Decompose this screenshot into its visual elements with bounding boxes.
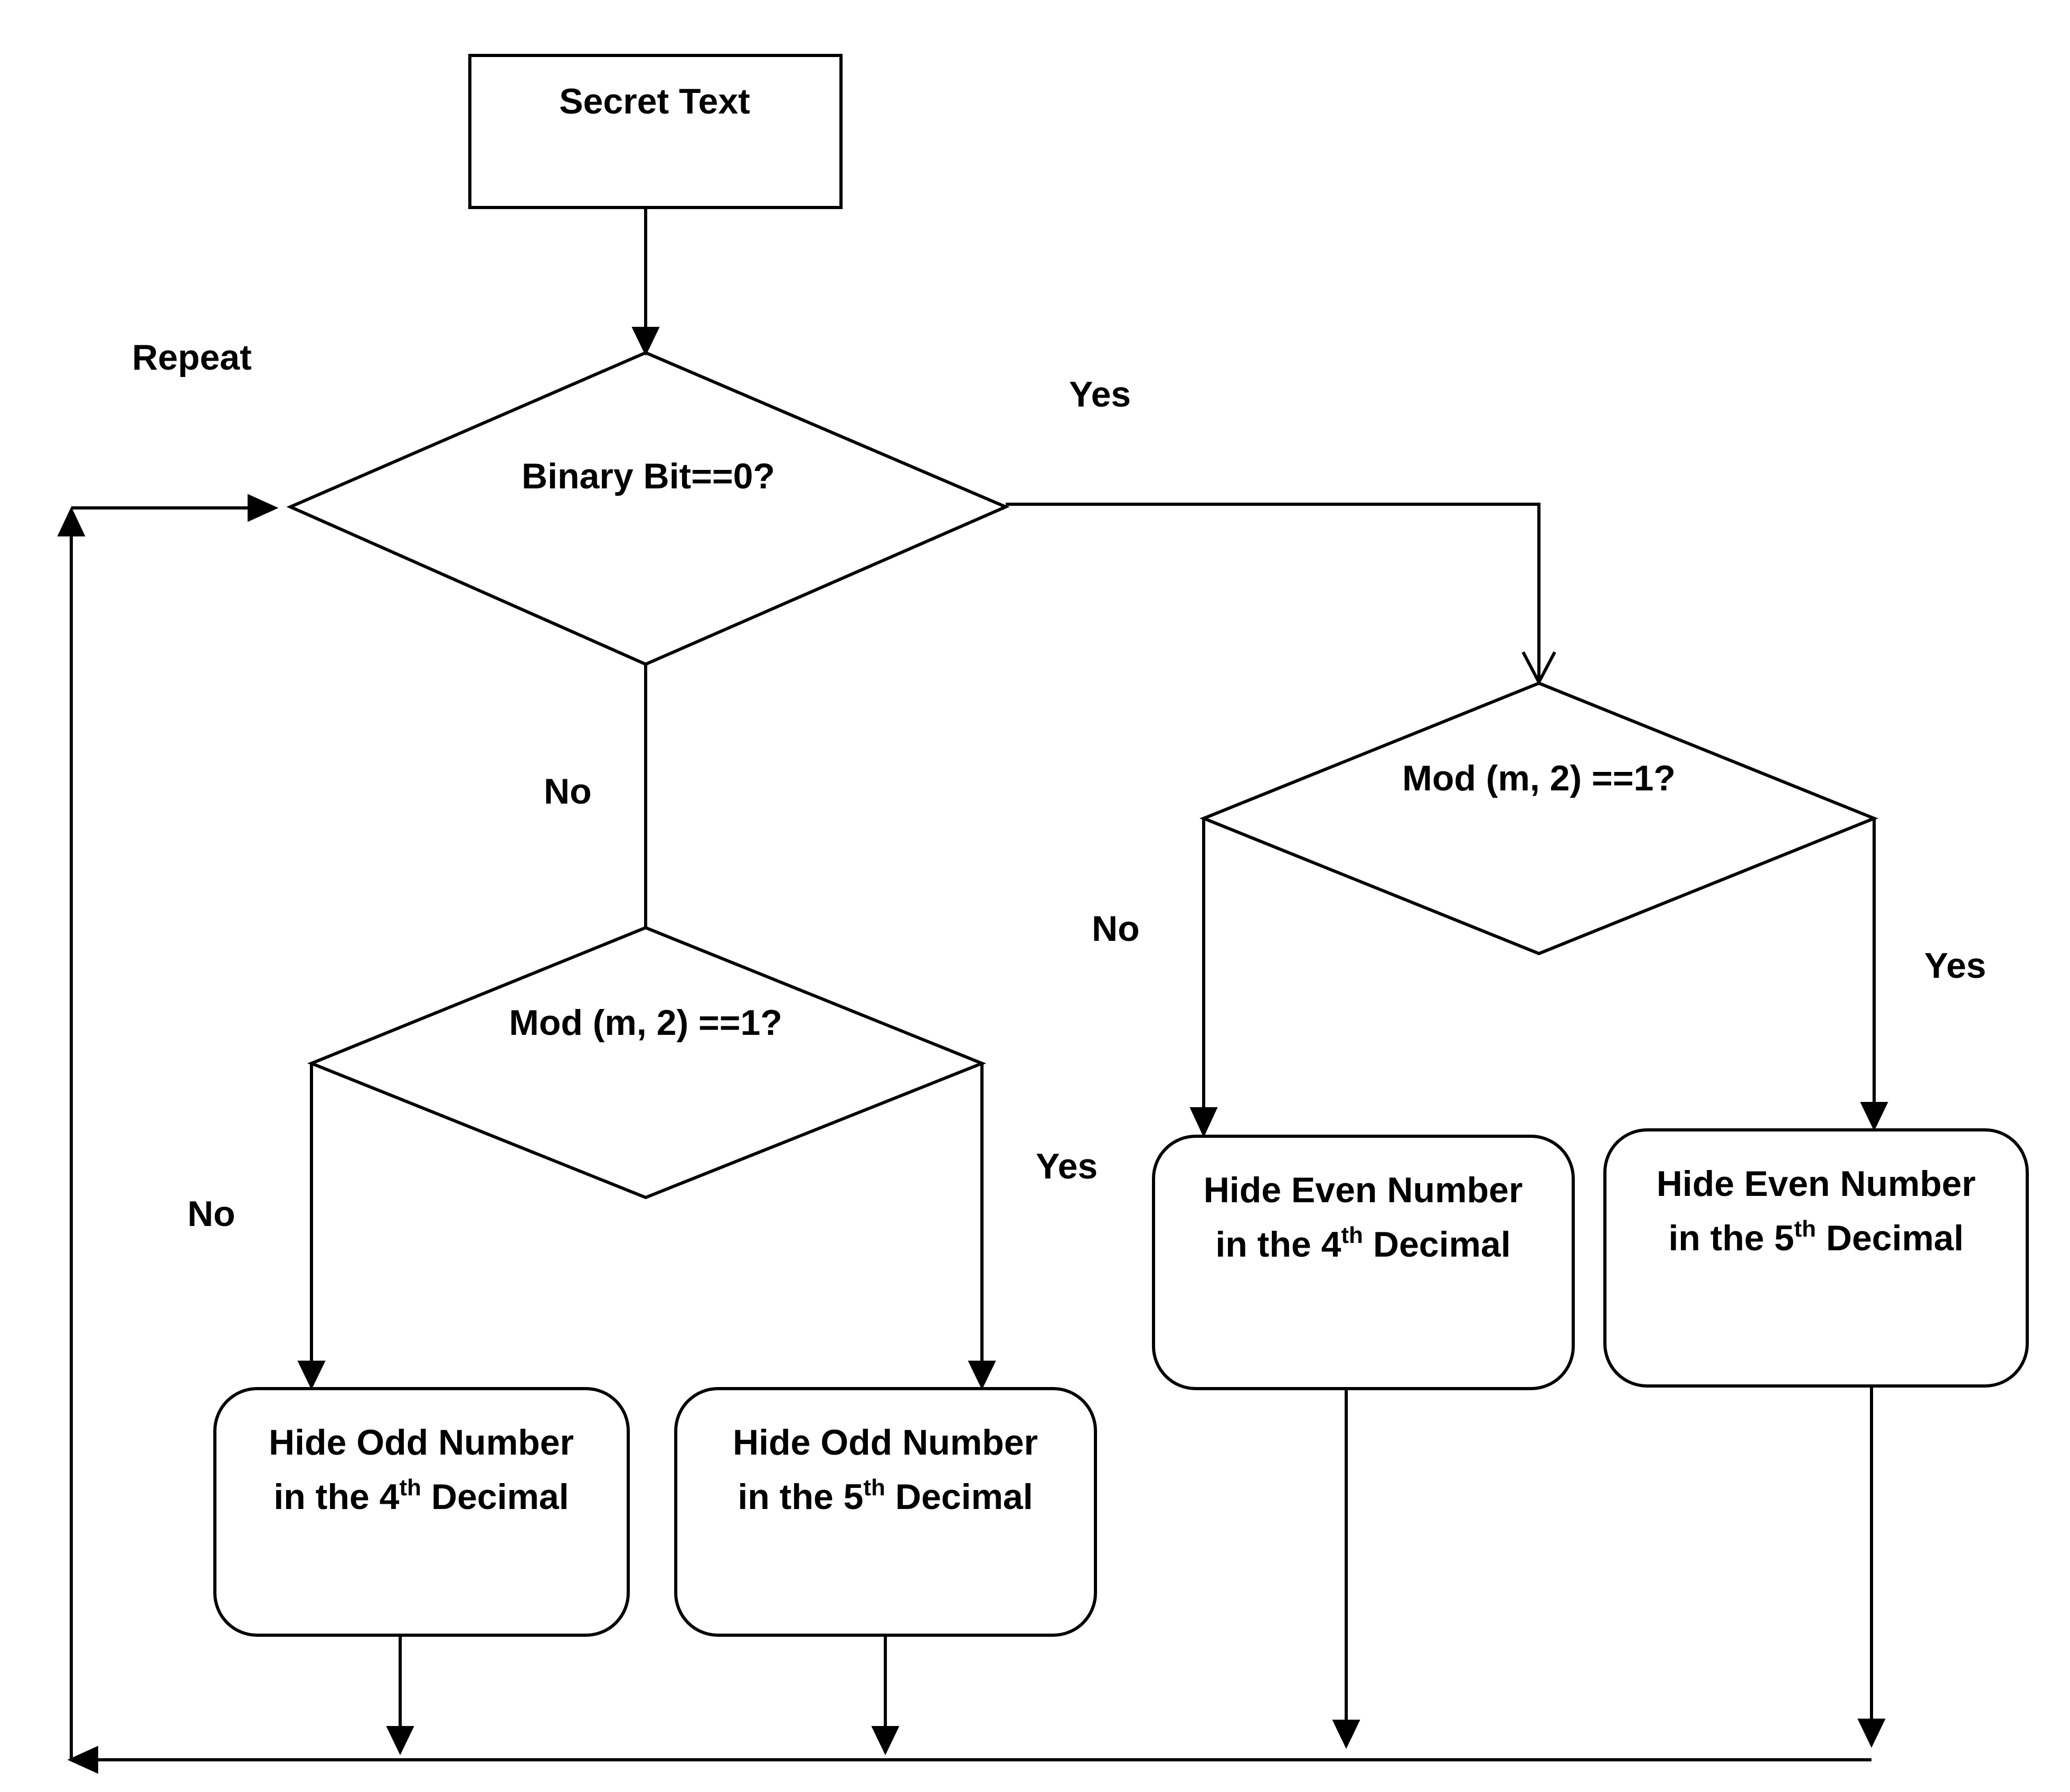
node-hide-odd-5th-sup: th bbox=[863, 1475, 885, 1501]
node-secret-text-label: Secret Text bbox=[559, 81, 750, 121]
edge-label-bit-no: No bbox=[544, 771, 592, 812]
arrowhead-mod-right-no bbox=[1189, 1107, 1218, 1138]
node-hide-even-5th-sup: th bbox=[1794, 1216, 1816, 1242]
node-hide-odd-5th-post: Decimal bbox=[885, 1477, 1033, 1517]
node-mod-left-label: Mod (m, 2) ==1? bbox=[509, 1003, 782, 1043]
node-hide-odd-4th-line2: in the 4th Decimal bbox=[273, 1475, 569, 1517]
arrowhead-even4-down bbox=[1332, 1720, 1360, 1749]
node-hide-odd-4th-line1: Hide Odd Number bbox=[269, 1422, 574, 1463]
arrowhead-mod-right-yes bbox=[1860, 1102, 1888, 1131]
arrowhead-odd4-down bbox=[386, 1726, 414, 1756]
edge-label-mod-left-yes: Yes bbox=[1036, 1146, 1098, 1186]
label-repeat: Repeat bbox=[132, 337, 252, 378]
node-hide-even-4th-post: Decimal bbox=[1363, 1224, 1511, 1265]
node-hide-odd-4th bbox=[213, 1387, 630, 1637]
edge-label-bit-yes: Yes bbox=[1069, 374, 1131, 414]
node-hide-odd-4th-sup: th bbox=[399, 1475, 421, 1501]
edge-label-mod-left-no: No bbox=[187, 1194, 235, 1234]
edge-label-mod-right-yes: Yes bbox=[1924, 946, 1986, 986]
arrowhead-odd5-down bbox=[871, 1726, 900, 1756]
node-mod-decision-left bbox=[307, 926, 987, 1200]
node-hide-odd-4th-post: Decimal bbox=[421, 1477, 569, 1517]
arrowhead-return-top bbox=[248, 494, 279, 522]
node-hide-odd-5th-line1: Hide Odd Number bbox=[733, 1422, 1038, 1463]
node-hide-even-4th-pre: in the 4 bbox=[1215, 1224, 1341, 1265]
arrowhead-bit-yes bbox=[1521, 651, 1556, 686]
node-hide-even-5th bbox=[1603, 1128, 2029, 1388]
node-hide-odd-5th-line2: in the 5th Decimal bbox=[738, 1475, 1033, 1517]
node-hide-even-5th-pre: in the 5 bbox=[1668, 1218, 1794, 1258]
node-hide-even-5th-line2: in the 5th Decimal bbox=[1668, 1216, 1963, 1258]
node-hide-even-4th-line2: in the 4th Decimal bbox=[1215, 1222, 1510, 1265]
arrowhead-return-bottom bbox=[67, 1746, 98, 1774]
node-mod-right-label: Mod (m, 2) ==1? bbox=[1402, 758, 1676, 798]
node-hide-even-4th-sup: th bbox=[1341, 1222, 1363, 1248]
node-binary-bit-decision bbox=[286, 351, 1010, 666]
arrowhead-return-left bbox=[57, 506, 86, 536]
arrowhead-mod-left-yes bbox=[968, 1361, 996, 1390]
node-hide-even-4th bbox=[1152, 1135, 1575, 1390]
edge-bit-yes bbox=[1006, 503, 1540, 681]
node-hide-even-4th-line1: Hide Even Number bbox=[1204, 1170, 1523, 1210]
node-secret-text bbox=[468, 54, 843, 209]
node-binary-bit-label: Binary Bit==0? bbox=[522, 456, 775, 496]
node-mod-decision-right bbox=[1199, 681, 1879, 956]
node-hide-odd-5th-pre: in the 5 bbox=[738, 1477, 863, 1517]
arrowhead-mod-left-no bbox=[297, 1361, 326, 1390]
node-hide-even-5th-post: Decimal bbox=[1816, 1218, 1964, 1258]
arrowhead-start-to-bit bbox=[631, 327, 660, 356]
edge-label-mod-right-no: No bbox=[1092, 909, 1140, 949]
node-hide-odd-4th-pre: in the 4 bbox=[273, 1477, 399, 1517]
arrowhead-even5-down bbox=[1857, 1719, 1886, 1748]
node-hide-even-5th-line1: Hide Even Number bbox=[1657, 1164, 1976, 1204]
